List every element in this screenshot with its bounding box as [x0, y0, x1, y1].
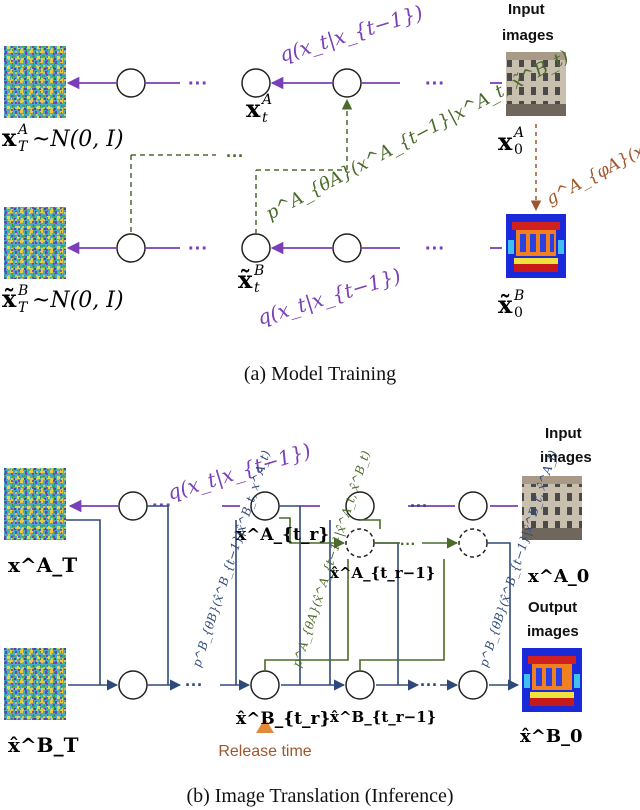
input-image-building-b: [522, 476, 582, 540]
output-segmentation-image: [522, 648, 582, 712]
label-x0-B-b: x̂^B_0: [520, 726, 583, 747]
svg-text:~N(0, I): ~N(0, I): [32, 288, 124, 313]
caption-training: (a) Model Training: [244, 363, 396, 385]
svg-text:···: ···: [188, 238, 208, 260]
svg-text:t: t: [262, 110, 268, 126]
output-label-line1: Output: [528, 599, 577, 616]
input-label-b-line1: Input: [545, 425, 582, 442]
input-label-line2: images: [502, 27, 554, 44]
svg-text:A: A: [16, 122, 28, 138]
g-label: g^A_{φA}(x^A_0): [543, 116, 640, 209]
label-xtr-B: x̂^B_{t_r}: [236, 709, 330, 729]
noise-image-xT-A-b: [4, 468, 66, 540]
output-label-line2: images: [527, 623, 579, 640]
svg-text:···: ···: [420, 675, 438, 695]
svg-text:x̃: x̃: [2, 284, 17, 313]
label-xT-B: x̃ B T ~N(0, I): [2, 283, 124, 316]
noise-image-xT-B: [4, 207, 66, 279]
svg-text:x̃: x̃: [238, 265, 253, 294]
svg-text:x: x: [498, 127, 513, 156]
svg-text:···: ···: [400, 536, 416, 553]
svg-text:A: A: [512, 125, 524, 141]
svg-text:B: B: [253, 263, 264, 279]
label-xt-B: x̃ B t: [238, 263, 264, 296]
noise-image-xT-B-b: [4, 648, 66, 720]
svg-text:0: 0: [514, 305, 523, 321]
label-x0-A-b: x^A_0: [528, 566, 589, 587]
label-xt-A: x A t: [246, 92, 272, 126]
label-xT-A: x A T ~N(0, I): [2, 122, 124, 155]
svg-text:···: ···: [425, 73, 445, 95]
release-time-marker: [256, 718, 274, 733]
svg-text:···: ···: [425, 238, 445, 260]
label-xtr1-B: x̂^B_{t_r−1}: [330, 708, 436, 726]
svg-text:T: T: [18, 300, 29, 316]
input-image-building-a: [506, 52, 566, 116]
svg-text:B: B: [513, 288, 524, 304]
svg-text:B: B: [17, 283, 28, 299]
svg-text:0: 0: [514, 142, 523, 158]
q-label-bottom: q(x_t|x_{t−1}): [254, 263, 404, 330]
label-x0-B: x̃ B 0: [498, 288, 524, 321]
q-label-inference: q(x_t|x_{t−1}): [164, 438, 314, 505]
input-label-line1: Input: [508, 1, 545, 18]
label-xT-A-b: x^A_T: [8, 553, 77, 577]
label-x0-A: x A 0: [498, 125, 524, 158]
label-xT-B-b: x̂^B_T: [8, 733, 79, 757]
caption-inference: (b) Image Translation (Inference): [186, 785, 453, 807]
svg-text:···: ···: [188, 73, 208, 95]
svg-text:T: T: [18, 139, 29, 155]
svg-text:A: A: [260, 92, 272, 108]
p-label-A: p^A_{θA}(x̂^A_{t−1}|x̂^A_t, x̂^B_t): [290, 449, 373, 669]
svg-text:~N(0, I): ~N(0, I): [32, 127, 124, 152]
label-xtr-A: x^A_{t_r}: [236, 525, 329, 545]
svg-text:x̃: x̃: [498, 290, 513, 319]
release-time-label: Release time: [218, 743, 311, 760]
svg-text:···: ···: [226, 146, 244, 166]
label-xtr1-A: x̂^A_{t_r−1}: [330, 564, 435, 582]
svg-text:t: t: [254, 280, 260, 296]
svg-text:···: ···: [410, 496, 428, 516]
p-label-training: p^A_{θA}(x^A_{t−1}|x^A_t, x̃^B_t): [262, 46, 572, 224]
q-label-top: q(x_t|x_{t−1}): [276, 0, 426, 67]
svg-text:x: x: [246, 94, 261, 123]
noise-image-xT-A: [4, 46, 66, 118]
svg-text:x: x: [2, 123, 17, 152]
svg-text:···: ···: [185, 675, 203, 695]
segmentation-image-a: [506, 214, 566, 278]
input-label-b-line2: images: [540, 449, 592, 466]
